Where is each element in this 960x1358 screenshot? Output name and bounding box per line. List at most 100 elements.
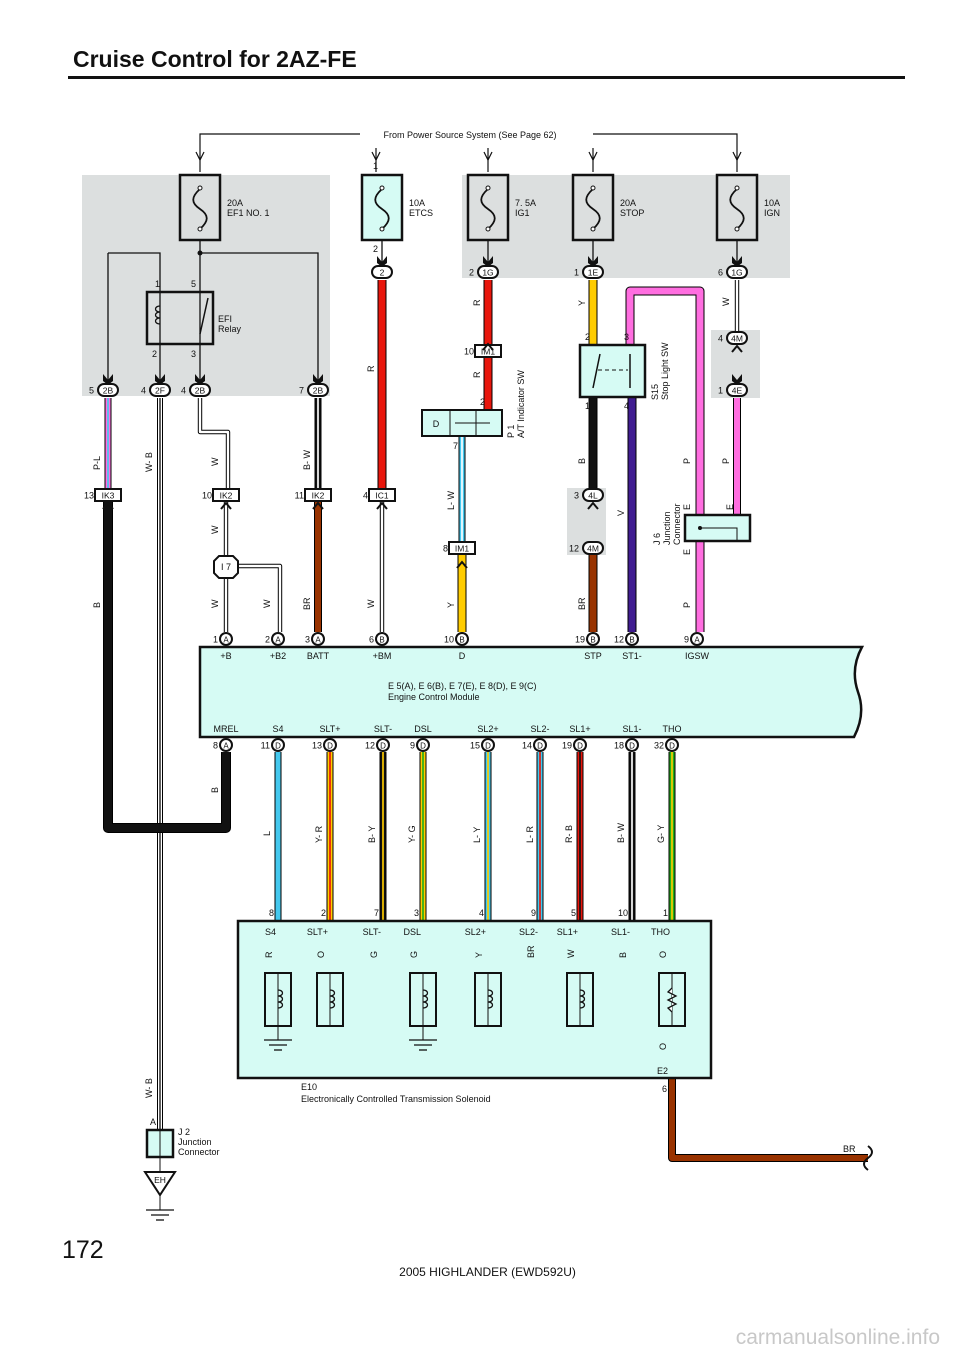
wire-color-label: W- B xyxy=(144,1078,154,1098)
power-feed-line xyxy=(199,133,360,172)
coil-icon xyxy=(422,989,429,1009)
connector-rect xyxy=(368,488,396,502)
wire-color-label: B- W xyxy=(302,449,312,470)
pin-connector-letter: D xyxy=(537,742,543,751)
connector-id: 2B xyxy=(313,386,324,396)
chevron-icon xyxy=(312,501,324,510)
arrow-icon xyxy=(588,256,598,267)
pin-number: 9 xyxy=(684,635,689,645)
fuse-terminal xyxy=(379,185,385,191)
connector-pin: 10 xyxy=(202,491,212,501)
fuse-rating: 20A xyxy=(620,198,636,208)
connector-pin: 4 xyxy=(718,334,723,344)
pin-connector-letter: D xyxy=(380,742,386,751)
connector-pin: 12 xyxy=(569,544,579,554)
junction-block-area xyxy=(82,175,330,396)
pin-label: DSL xyxy=(414,724,432,734)
arrow-icon xyxy=(732,374,742,385)
wire-color-label: W xyxy=(721,297,731,306)
connector-rect xyxy=(94,488,122,502)
pin-label: D xyxy=(459,651,466,661)
pin-circle xyxy=(219,632,233,646)
ground-point-eh xyxy=(143,1171,177,1197)
pin-label: SL2+ xyxy=(477,724,498,734)
pin-number: 10 xyxy=(444,635,454,645)
s15-name: Stop Light SW xyxy=(660,342,670,400)
wire-w xyxy=(197,398,231,488)
wire-color-label: L- Y xyxy=(472,827,482,843)
coil-icon xyxy=(579,989,586,1009)
connector-pin: 8 xyxy=(443,544,448,554)
relay-coil-icon xyxy=(154,305,161,325)
pin-circle xyxy=(455,632,469,646)
j2-name: Junction xyxy=(178,1137,212,1147)
chevron-icon xyxy=(587,501,599,510)
pin-connector-letter: B xyxy=(590,636,595,645)
page-title: Cruise Control for 2AZ-FE xyxy=(73,46,357,72)
pin-label: ST1- xyxy=(622,651,642,661)
j6-terminal: E xyxy=(725,504,735,510)
pin-circle xyxy=(586,632,600,646)
chevron-icon xyxy=(731,344,743,353)
pin-label: S4 xyxy=(272,724,283,734)
pin-circle xyxy=(271,738,285,752)
pin-number: 8 xyxy=(213,741,218,751)
connector-ik2: IK2 10 xyxy=(202,488,240,502)
pin-number: 9 xyxy=(531,908,536,918)
connector-4e: 4E 1 xyxy=(718,383,748,397)
pin-circle xyxy=(271,632,285,646)
wire-color-label: G xyxy=(409,951,419,958)
wire-color-label: Y xyxy=(446,602,456,608)
solenoid-pin-label: SL2+ xyxy=(465,927,486,937)
pin-connector-letter: A xyxy=(315,636,321,645)
wire-break-icon xyxy=(863,1145,873,1171)
connector-id: IM1 xyxy=(481,347,495,357)
wire-color-label: W xyxy=(262,599,272,608)
pin-number: 14 xyxy=(522,741,532,751)
chevron-icon xyxy=(482,342,494,351)
chevron-icon xyxy=(376,501,388,510)
wire-color-label: W xyxy=(366,599,376,608)
fuse-icon xyxy=(729,188,745,230)
fuse-terminal xyxy=(485,226,491,232)
arrow-icon xyxy=(155,374,165,385)
ground-point-label: EH xyxy=(154,1175,166,1185)
connector-id: IK2 xyxy=(220,491,233,501)
wire-color-label: Y xyxy=(577,300,587,306)
fuse-rating: 7. 5A xyxy=(515,198,536,208)
fuse-terminal xyxy=(197,226,203,232)
connector-pin: 1 xyxy=(718,386,723,396)
pin-number: 12 xyxy=(365,741,375,751)
pin-number: 5 xyxy=(571,908,576,918)
pin-number: 13 xyxy=(312,741,322,751)
fuse-terminal xyxy=(590,185,596,191)
pin-number: 1 xyxy=(155,279,160,289)
wire-outline xyxy=(668,1078,868,1162)
wire-color-label: R xyxy=(366,365,376,372)
p1-terminal: D xyxy=(433,419,440,429)
arrow-icon xyxy=(377,256,387,267)
wire-color-label: L- R xyxy=(525,825,535,843)
pin-number: 2 xyxy=(152,349,157,359)
wire-color-label: B- Y xyxy=(367,826,377,843)
connector-id: 1E xyxy=(588,268,599,278)
ecm-name: Engine Control Module xyxy=(388,692,480,702)
arrow-icon xyxy=(483,151,493,162)
wire-color-label: W xyxy=(210,525,220,534)
ecm-ref: E 5(A), E 6(B), E 7(E), E 8(D), E 9(C) xyxy=(388,681,537,691)
chevron-icon xyxy=(456,560,468,569)
fuse-terminal xyxy=(379,226,385,232)
pin-connector-letter: B xyxy=(629,636,634,645)
solenoid-pin-label: SLT- xyxy=(363,927,381,937)
connector-id: 1G xyxy=(731,268,742,278)
s15-ref: S15 xyxy=(650,384,660,400)
connector-id: 4E xyxy=(732,386,743,396)
connector-2b: 2B7 xyxy=(299,383,329,397)
footer-model: 2005 HIGHLANDER (EWD592U) xyxy=(399,1265,576,1279)
pin-number: 19 xyxy=(562,741,572,751)
